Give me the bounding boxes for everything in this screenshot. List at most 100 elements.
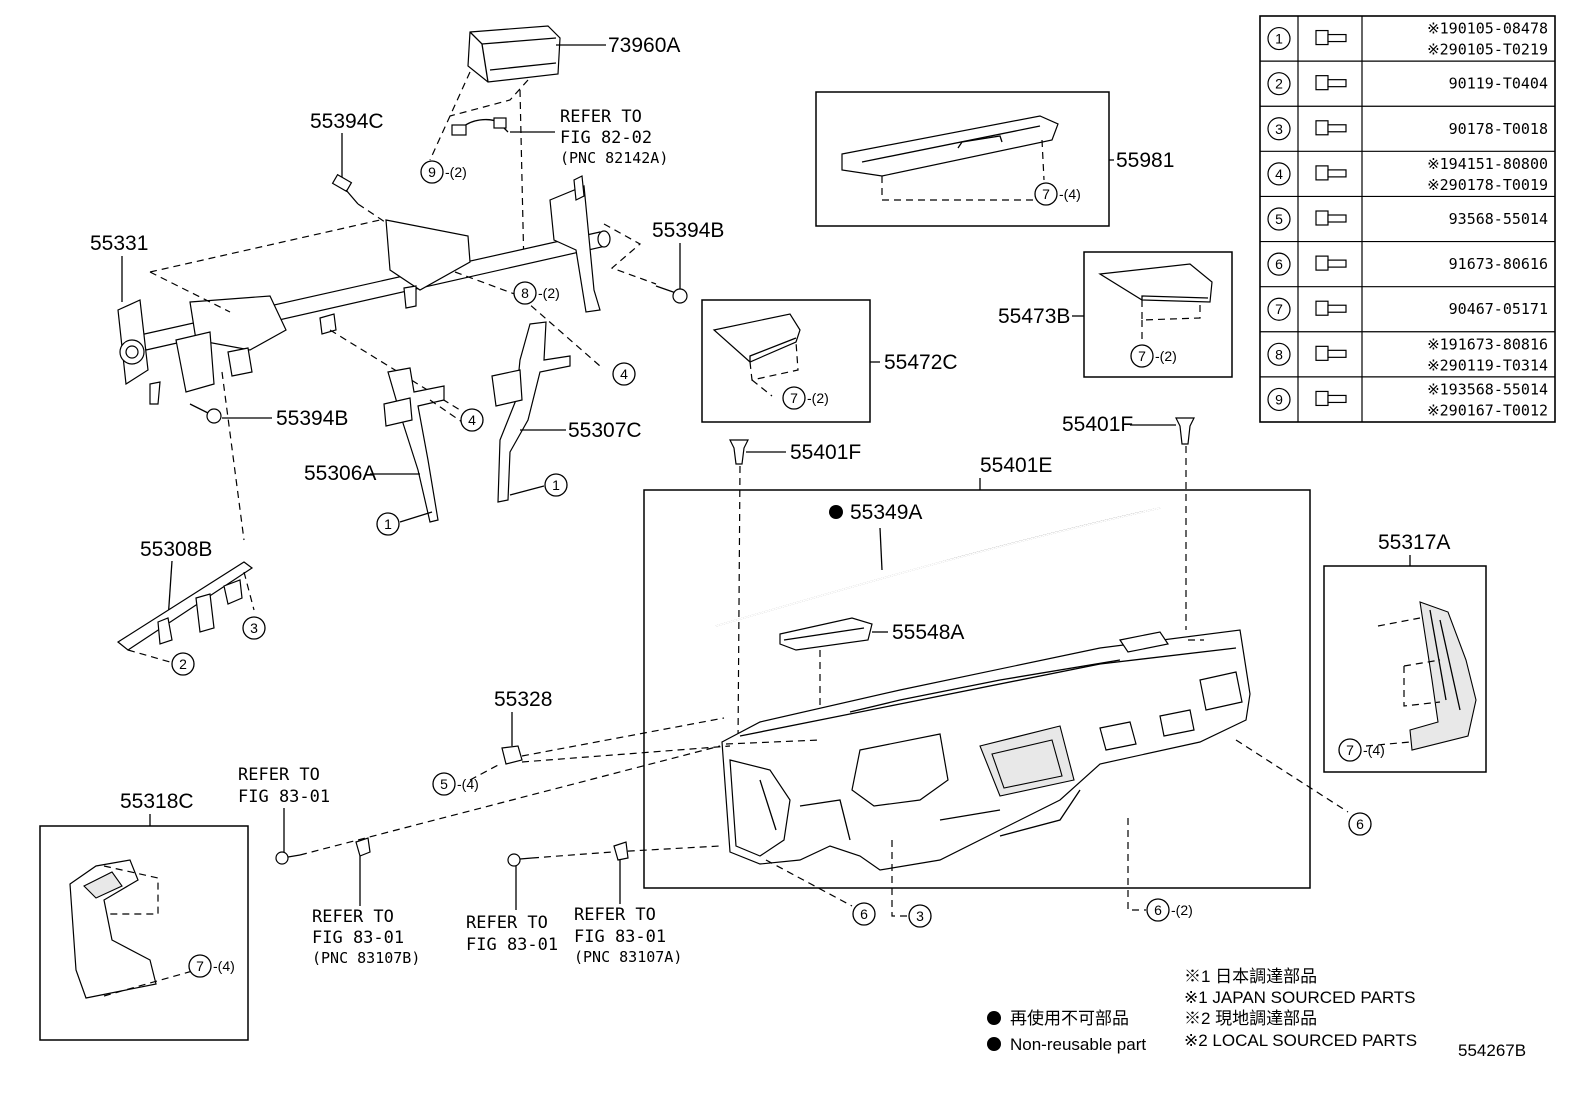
trim-55318c-drawing[interactable] [69,859,157,999]
callout-9[interactable]: 9 -(2) [420,160,467,184]
table-row[interactable]: 3 90178-T0018 [1260,105,1555,141]
panel-55473b-drawing[interactable] [1098,263,1213,303]
callout-7-55317a[interactable]: 7 -(4) [1338,738,1385,762]
callout-4-upper[interactable]: 4 [612,362,636,386]
table-callout-number: 5 [1275,211,1283,227]
clip-55401f-left-drawing [729,439,749,465]
label-55472c[interactable]: 55472C [884,351,958,374]
label-55981[interactable]: 55981 [1116,149,1174,172]
label-55307c[interactable]: 55307C [568,419,642,442]
instrument-panel-55401e-drawing[interactable] [721,629,1251,871]
callout-7-55472c[interactable]: 7 -(2) [782,386,829,410]
table-row[interactable]: 8※191673-80816※290119-T0314 [1260,331,1555,375]
callout-6-qty2[interactable]: 6 -(2) [1146,898,1193,922]
label-55328[interactable]: 55328 [494,688,552,711]
table-callout-number: 8 [1275,346,1283,362]
part-55328-drawing[interactable] [501,745,523,765]
label-55318c[interactable]: 55318C [120,790,194,813]
panel-55472c-drawing[interactable] [712,313,801,363]
label-55401f-right[interactable]: 55401F [1062,413,1133,436]
label-55401f-left[interactable]: 55401F [790,441,861,464]
ref-fig-83-01-top-line2[interactable]: FIG 83-01 [238,787,330,807]
callout-3-bottom[interactable]: 3 [908,904,932,928]
callout-8[interactable]: 8 -(2) [513,281,560,305]
label-73960a[interactable]: 73960A [608,34,680,57]
bracket-55308b-drawing[interactable] [116,561,254,651]
label-55394b-top[interactable]: 55394B [652,219,724,242]
table-callout-number: 4 [1275,166,1283,182]
table-callout-number: 7 [1275,301,1283,317]
label-55317a[interactable]: 55317A [1378,531,1450,554]
table-part-number: 90178-T0018 [1449,120,1548,138]
svg-text:-(4): -(4) [457,776,479,792]
ref-fig-83-01-mid-line2[interactable]: FIG 83-01 [466,935,558,955]
brace-55307c-drawing[interactable] [491,321,571,503]
ref-fig-83-01-a-line1[interactable]: REFER TO [574,905,656,925]
table-callout-number: 3 [1275,121,1283,137]
table-row[interactable]: 1※190105-08478※290105-T0219 [1267,20,1548,59]
svg-text:6: 6 [860,906,868,922]
ref-fig-83-01-mid-line1[interactable]: REFER TO [466,913,548,933]
callout-6-bottom[interactable]: 6 [852,902,876,926]
callout-6-right[interactable]: 6 [1348,812,1372,836]
ref-fig-83-01-a-line3[interactable]: (PNC 83107A) [574,948,682,966]
label-55308b[interactable]: 55308B [140,538,212,561]
label-55394b-left[interactable]: 55394B [276,407,348,430]
ref-fig-83-01-a-line2[interactable]: FIG 83-01 [574,927,666,947]
table-row[interactable]: 9※193568-55014※290167-T0012 [1260,376,1555,420]
table-part-number: 91673-80616 [1449,255,1548,273]
callout-7-55981[interactable]: 7 -(4) [1034,182,1081,206]
label-55349a[interactable]: 55349A [850,501,922,524]
table-callout-number: 6 [1275,256,1283,272]
label-55306a[interactable]: 55306A [304,462,376,485]
callout-4-lower[interactable]: 4 [460,408,484,432]
trim-55317a-drawing[interactable] [1409,601,1477,751]
ref-fig-82-02-line1[interactable]: REFER TO [560,107,642,127]
ref-fig-83-01-top-line1[interactable]: REFER TO [238,765,320,785]
table-callout [1267,252,1291,276]
label-55331[interactable]: 55331 [90,232,148,255]
ref-fig-82-02-line2[interactable]: FIG 82-02 [560,128,652,148]
brace-55306a-drawing[interactable] [383,367,445,523]
callout-5[interactable]: 5 -(4) [432,772,479,796]
table-row[interactable]: 4※194151-80800※290178-T0019 [1260,150,1555,194]
svg-text:7: 7 [1042,186,1050,202]
part-55548a-drawing[interactable] [779,617,873,651]
table-row[interactable]: 6 91673-80616 [1260,240,1555,276]
callout-2-bracket[interactable]: 2 [171,652,195,676]
table-callout [1267,162,1291,186]
seal-55349a-drawing[interactable] [715,507,1161,627]
label-55548a[interactable]: 55548A [892,621,964,644]
fastener-icon [1315,75,1347,91]
fastener-icon [1315,29,1347,46]
ref-fig-82-02-line3[interactable]: (PNC 82142A) [560,149,668,167]
label-55394c[interactable]: 55394C [310,110,384,133]
box-55981 [815,91,1110,227]
ref-fig-83-01-b-line1[interactable]: REFER TO [312,907,394,927]
bolt-55394b-top-drawing [655,285,688,304]
reinforcement-beam-55331-drawing[interactable] [117,175,611,405]
panel-55981-drawing[interactable] [841,115,1059,177]
callout-1-right[interactable]: 1 [544,473,568,497]
ref-fig-83-01-b-line2[interactable]: FIG 83-01 [312,928,404,948]
fastener-icon [1315,300,1347,316]
box-55318c [39,825,249,1041]
callout-3-bracket[interactable]: 3 [242,616,266,640]
label-55401e[interactable]: 55401E [980,454,1052,477]
bracket-ref-83107b [355,837,371,857]
ref-fig-83-01-b-line3[interactable]: (PNC 83107B) [312,949,420,967]
table-callout [1267,387,1291,412]
callout-1-left[interactable]: 1 [376,512,400,536]
part-73960a-drawing[interactable] [467,25,561,83]
callout-7-55473b[interactable]: 7 -(2) [1130,344,1177,368]
box-55317a [1323,565,1487,773]
svg-text:7: 7 [1346,742,1354,758]
svg-text:4: 4 [468,412,476,428]
callout-7-55318c[interactable]: 7 -(4) [188,954,235,978]
label-55473b[interactable]: 55473B [998,305,1070,328]
table-part-number: ※191673-80816 [1427,335,1548,353]
